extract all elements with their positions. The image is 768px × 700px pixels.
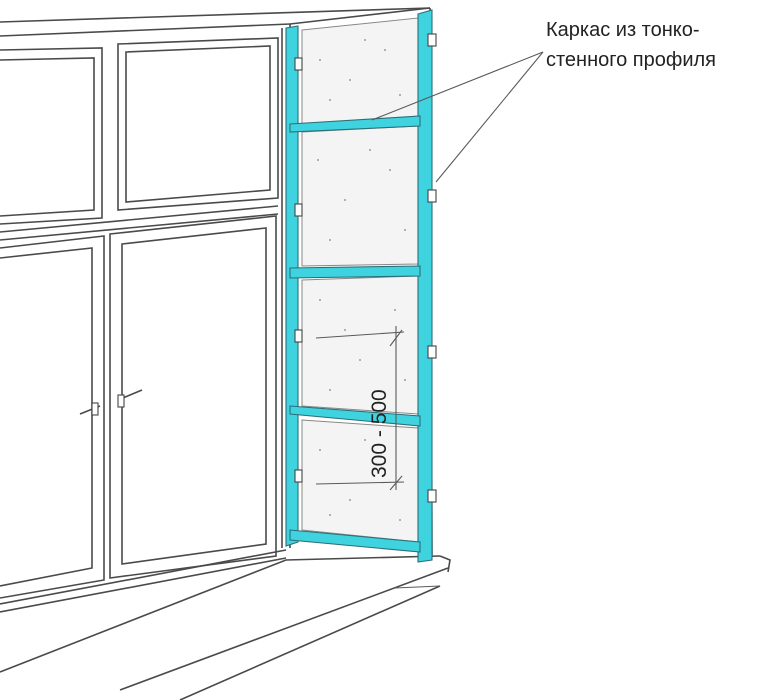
dimension-label: 300 - 500 (368, 389, 391, 478)
insulation-panels (301, 17, 419, 543)
callout-line-1: Каркас из тонко- (546, 19, 700, 41)
floor-slab (0, 555, 451, 700)
rail-bottom (289, 529, 421, 553)
thin-wall-profile-frame (285, 9, 433, 563)
left-stud (285, 25, 299, 547)
right-stud (417, 9, 433, 563)
profile-callout: Каркас из тонко- стенного профиля (371, 19, 716, 183)
rail-3 (289, 405, 421, 427)
fastener-clips (294, 33, 437, 503)
spacing-dimension: 300 - 500 (315, 326, 405, 491)
callout-line-2: стенного профиля (546, 49, 716, 71)
rail-2 (289, 265, 421, 279)
window-assembly (0, 7, 431, 613)
